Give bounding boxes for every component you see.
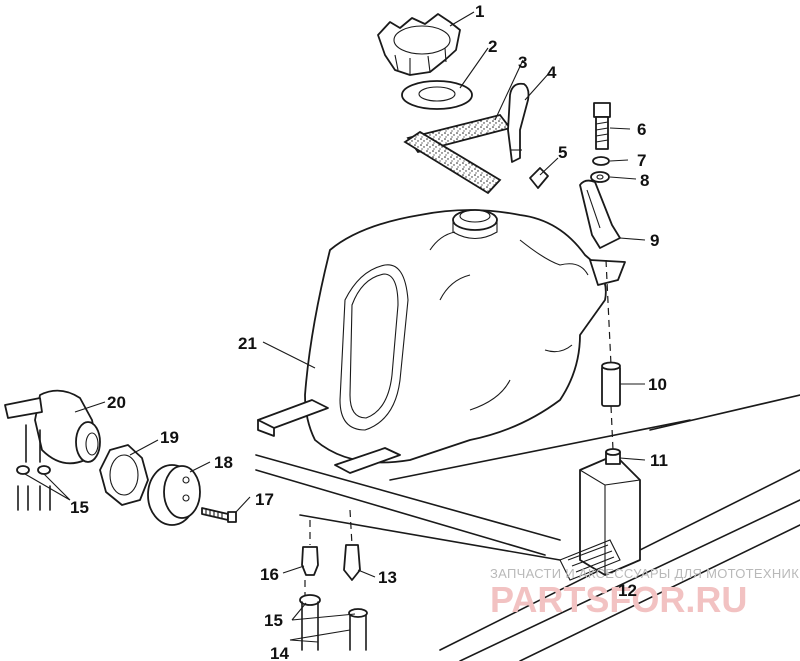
spacer-sleeve: [601, 361, 621, 407]
screw: [201, 507, 237, 523]
callout-10: 10: [648, 375, 667, 394]
bolt: [593, 102, 611, 150]
callout-16: 16: [260, 565, 279, 584]
callout-21: 21: [238, 334, 257, 353]
callout-15-lower: 15: [264, 611, 283, 630]
watermark: PARTSFOR.RU ЗАПЧАСТИ И АКСЕССУАРЫ ДЛЯ МО…: [490, 566, 800, 620]
callout-14: 14: [270, 644, 289, 661]
bushing: [605, 448, 621, 465]
callout-11: 11: [650, 451, 668, 470]
callout-9: 9: [650, 231, 659, 250]
petcock-flange: [147, 464, 201, 526]
callout-7: 7: [637, 151, 646, 170]
watermark-logo: PARTSFOR.RU: [490, 579, 747, 620]
callout-17: 17: [255, 490, 274, 509]
callout-15-left: 15: [70, 498, 89, 517]
callout-20: 20: [107, 393, 126, 412]
cap-gasket: [401, 80, 473, 110]
callout-5: 5: [558, 143, 567, 162]
callout-1: 1: [475, 2, 484, 21]
fuel-cap: [377, 13, 461, 76]
callout-19: 19: [160, 428, 179, 447]
mount-bracket: [579, 179, 621, 249]
vent-fitting: [529, 167, 549, 189]
lower-hoses: [299, 594, 368, 651]
watermark-caption: ЗАПЧАСТИ И АКСЕССУАРЫ ДЛЯ МОТОТЕХНИКИ: [490, 566, 800, 581]
callout-6: 6: [637, 120, 646, 139]
leader-lines: [24, 11, 646, 643]
callout-18: 18: [214, 453, 233, 472]
callout-4: 4: [547, 63, 557, 82]
vent-hose: [507, 82, 530, 163]
callout-12: 12: [618, 581, 637, 600]
assembly-lines: [304, 259, 614, 600]
fuel-tank: [304, 209, 626, 464]
callout-labels: 1 2 3 4 5 6 7 8 9 10 11 12 13 14 15 15 1…: [70, 2, 668, 661]
tank-rubber-pads: [257, 399, 401, 474]
callout-2: 2: [488, 37, 497, 56]
washers: [590, 156, 610, 183]
mount-studs: [301, 544, 361, 581]
petcock-gasket: [99, 444, 149, 506]
callout-8: 8: [640, 171, 649, 190]
frame-bracket: [559, 454, 641, 581]
callout-13: 13: [378, 568, 397, 587]
foam-pads: [403, 113, 512, 195]
fuel-petcock: [4, 389, 101, 511]
callout-3: 3: [518, 53, 527, 72]
